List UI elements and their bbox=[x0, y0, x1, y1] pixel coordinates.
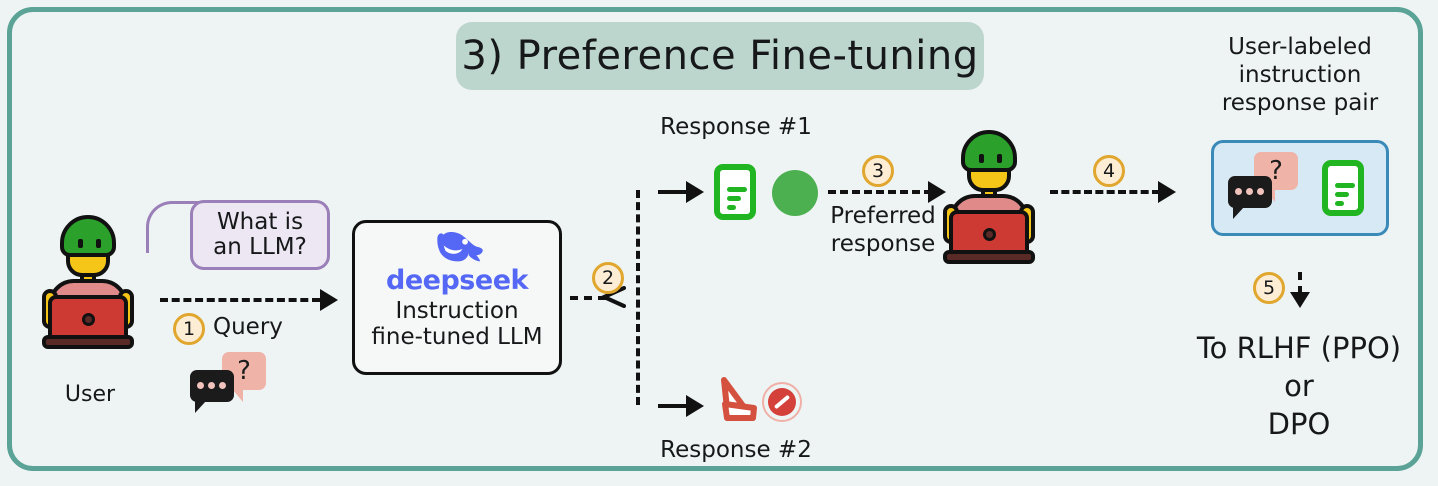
pair-box-chat-icons: ? bbox=[1228, 152, 1308, 226]
speech-bubble-tail bbox=[146, 201, 200, 253]
page-title: 3) Preference Fine-tuning bbox=[461, 33, 979, 79]
eye-left-icon bbox=[979, 154, 984, 163]
query-label: Query bbox=[213, 314, 283, 340]
question-mark-glyph: ? bbox=[237, 356, 251, 386]
laptop-base-shape bbox=[42, 335, 134, 349]
arrow-outcome-head bbox=[1290, 292, 1310, 308]
branch-stem-line bbox=[570, 296, 606, 300]
user-avatar bbox=[42, 215, 134, 349]
arrow-pair-head bbox=[1158, 181, 1176, 203]
arrow-preferred-head bbox=[928, 181, 946, 203]
arrow-query-line bbox=[160, 298, 320, 302]
chat-bubble-tail bbox=[1233, 207, 1244, 219]
user-speech-bubble: What is an LLM? bbox=[190, 200, 330, 270]
response2-document-icon bbox=[712, 372, 768, 432]
doc-line-1 bbox=[1335, 183, 1355, 188]
pair-box-document-icon bbox=[1322, 160, 1364, 216]
chat-dot-2 bbox=[1246, 188, 1253, 195]
arrow-response2-head bbox=[686, 395, 704, 417]
doc-line-1 bbox=[727, 187, 747, 192]
eye-right-icon bbox=[997, 154, 1002, 163]
labeler-avatar bbox=[943, 130, 1035, 264]
step-badge-4: 4 bbox=[1093, 155, 1125, 187]
pair-label-line-3: response pair bbox=[1221, 90, 1379, 116]
chat-bubble-tail bbox=[195, 401, 206, 413]
preferred-label-line-1: Preferred bbox=[830, 203, 936, 229]
response1-document-icon bbox=[714, 164, 756, 220]
eye-left-icon bbox=[78, 239, 83, 248]
arrow-query-head bbox=[320, 289, 338, 311]
arrow-preferred-line bbox=[828, 190, 932, 194]
branch-vertical-line bbox=[636, 190, 640, 405]
chat-dot-3 bbox=[219, 382, 226, 389]
query-chat-icons: ? bbox=[190, 352, 270, 413]
doc-line-2 bbox=[727, 196, 741, 201]
hair-icon bbox=[961, 130, 1017, 172]
response1-accepted-icon bbox=[772, 170, 818, 216]
laptop-base-shape bbox=[943, 250, 1035, 264]
question-bubble-tail bbox=[232, 389, 243, 402]
step-badge-3: 3 bbox=[862, 155, 894, 187]
rejected-circle bbox=[768, 388, 796, 416]
step-badge-2: 2 bbox=[592, 262, 624, 294]
llm-card-line-2: fine-tuned LLM bbox=[371, 324, 543, 351]
outcome-line-1: To RLHF (PPO) bbox=[1196, 331, 1402, 365]
chat-bubble-icon bbox=[190, 370, 234, 402]
doc-line-3 bbox=[727, 205, 736, 210]
deepseek-wordmark: deepseek bbox=[386, 265, 528, 296]
pair-label-line-1: User-labeled bbox=[1228, 34, 1372, 60]
instruction-llm-card: deepseek Instruction fine-tuned LLM bbox=[352, 220, 562, 375]
preferred-label-line-2: response bbox=[830, 231, 936, 257]
speech-line-2: an LLM? bbox=[213, 234, 307, 260]
step-badge-1: 1 bbox=[173, 313, 205, 345]
user-caption: User bbox=[64, 382, 116, 407]
branch-fork-head bbox=[599, 286, 626, 312]
arrow-response1-head bbox=[686, 181, 704, 203]
llm-card-line-1: Instruction bbox=[395, 298, 519, 324]
chat-dot-3 bbox=[1257, 188, 1264, 195]
eye-right-icon bbox=[96, 239, 101, 248]
laptop-logo-dot bbox=[82, 313, 95, 326]
speech-line-1: What is bbox=[216, 208, 304, 235]
laptop-logo-dot bbox=[983, 228, 996, 241]
chat-bubble-icon bbox=[1228, 176, 1272, 208]
arrow-outcome-line bbox=[1298, 272, 1302, 294]
question-mark-glyph: ? bbox=[1269, 156, 1283, 186]
pair-label-line-2: instruction bbox=[1238, 62, 1362, 88]
doc-line-3 bbox=[1335, 201, 1344, 206]
outcome-line-3: DPO bbox=[1267, 407, 1331, 441]
arrow-response2-line bbox=[658, 404, 688, 408]
question-bubble-icon: ? bbox=[1254, 152, 1298, 190]
outcome-line-2: or bbox=[1284, 369, 1314, 403]
rejected-slash bbox=[773, 394, 791, 410]
diagram-title-pill: 3) Preference Fine-tuning bbox=[456, 22, 984, 90]
chat-dot-2 bbox=[208, 382, 215, 389]
arrow-response1-line bbox=[658, 190, 688, 194]
deepseek-whale-icon bbox=[428, 231, 486, 265]
arrow-pair-line bbox=[1050, 190, 1160, 194]
response1-label: Response #1 bbox=[660, 114, 812, 140]
hair-icon bbox=[60, 215, 116, 257]
step-badge-5: 5 bbox=[1253, 272, 1285, 304]
chat-dot-1 bbox=[197, 382, 204, 389]
chat-dot-1 bbox=[1235, 188, 1242, 195]
response2-rejected-icon bbox=[762, 382, 802, 422]
doc-line-2 bbox=[1335, 192, 1349, 197]
response2-label: Response #2 bbox=[660, 437, 812, 463]
